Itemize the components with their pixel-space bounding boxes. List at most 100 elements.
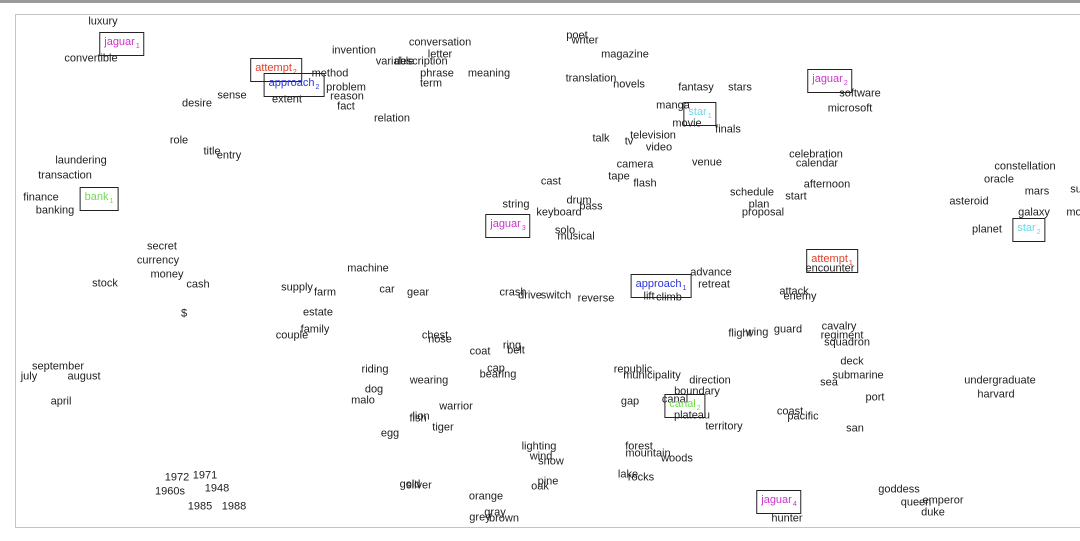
word-label: magazine bbox=[601, 48, 649, 61]
word-label: currency bbox=[136, 254, 180, 267]
word-label: asteroid bbox=[949, 195, 989, 208]
sense-index: 3 bbox=[521, 225, 526, 232]
word-label: lake bbox=[617, 468, 639, 481]
sense-index: 4 bbox=[792, 501, 797, 508]
word-label: oak bbox=[531, 480, 549, 493]
word-label: drum bbox=[566, 194, 592, 207]
word-label: keyboard bbox=[536, 206, 582, 219]
sense-label-attempt: attempt1 bbox=[806, 249, 858, 273]
word-label: tape bbox=[608, 170, 630, 183]
word-label: deck bbox=[840, 355, 864, 368]
word-label: family bbox=[300, 323, 330, 336]
word-label: belt bbox=[507, 344, 525, 357]
sense-index: 2 bbox=[292, 69, 297, 76]
word-label: couple bbox=[275, 329, 309, 342]
word-label: hunter bbox=[771, 512, 803, 525]
plot-frame bbox=[15, 14, 1080, 528]
word-label: finals bbox=[715, 123, 741, 136]
word-label: oracle bbox=[984, 173, 1014, 186]
word-label: constellation bbox=[994, 160, 1056, 173]
word-label: republic bbox=[613, 363, 653, 376]
word-label: august bbox=[67, 370, 101, 383]
word-label: duke bbox=[921, 506, 945, 519]
sense-index: 2 bbox=[696, 405, 701, 412]
word-label: coast bbox=[776, 405, 804, 418]
word-label: variable bbox=[375, 55, 415, 68]
word-label: supply bbox=[281, 281, 313, 294]
word-label: sea bbox=[820, 376, 838, 389]
word-label: start bbox=[785, 190, 807, 203]
word-label: letter bbox=[427, 48, 453, 61]
word-label: estate bbox=[303, 306, 333, 319]
sense-word: jaguar bbox=[490, 218, 521, 230]
window-top-edge bbox=[0, 0, 1080, 3]
word-label: title bbox=[203, 145, 221, 158]
word-label: wind bbox=[529, 450, 553, 463]
word-label: flash bbox=[633, 177, 657, 190]
word-label: coat bbox=[469, 345, 491, 358]
word-label: term bbox=[420, 77, 442, 90]
sense-label-approach: approach1 bbox=[630, 274, 692, 298]
word-label: wearing bbox=[409, 374, 449, 387]
word-label: television bbox=[630, 129, 676, 142]
word-label: phrase bbox=[420, 67, 454, 80]
word-label: regiment bbox=[820, 329, 864, 342]
word-label: su bbox=[1070, 183, 1080, 196]
word-label: pacific bbox=[787, 410, 819, 423]
word-label: mo bbox=[1066, 206, 1080, 219]
word-label: cap bbox=[487, 362, 505, 375]
word-label: queen bbox=[900, 496, 932, 509]
word-label: manga bbox=[656, 99, 690, 112]
word-label: reason bbox=[330, 90, 364, 103]
word-label: wing bbox=[745, 326, 769, 339]
word-label: role bbox=[169, 134, 189, 147]
word-label: grey bbox=[469, 511, 491, 524]
word-label: encounter bbox=[805, 262, 855, 275]
word-label: desire bbox=[182, 97, 212, 110]
word-label: crash bbox=[499, 286, 527, 299]
word-label: 1972 bbox=[164, 471, 190, 484]
word-label: switch bbox=[540, 289, 572, 302]
word-label: port bbox=[865, 391, 885, 404]
word-label: mountain bbox=[625, 447, 671, 460]
sense-label-jaguar: jaguar2 bbox=[807, 69, 853, 93]
sense-index: 2 bbox=[315, 84, 320, 91]
word-label: $ bbox=[180, 307, 188, 320]
word-label: guard bbox=[773, 323, 803, 336]
word-label: sense bbox=[217, 89, 247, 102]
word-label: september bbox=[32, 360, 84, 373]
word-label: squadron bbox=[824, 336, 870, 349]
word-label: goddess bbox=[878, 483, 920, 496]
word-label: poet bbox=[566, 29, 588, 42]
word-label: venue bbox=[692, 156, 722, 169]
sense-label-jaguar: jaguar4 bbox=[756, 490, 802, 514]
word-label: fact bbox=[337, 100, 355, 113]
word-label: novels bbox=[613, 78, 645, 91]
word-label: lift bbox=[643, 290, 655, 303]
word-label: malo bbox=[351, 394, 375, 407]
word-label: municipality bbox=[623, 369, 681, 382]
word-label: gap bbox=[620, 395, 640, 408]
word-label: video bbox=[645, 141, 673, 154]
word-label: calendar bbox=[795, 157, 839, 170]
word-label: 1971 bbox=[192, 469, 218, 482]
word-label: dog bbox=[364, 383, 384, 396]
word-label: submarine bbox=[832, 369, 884, 382]
word-label: laundering bbox=[55, 154, 107, 167]
word-label: lighting bbox=[521, 440, 557, 453]
word-label: afternoon bbox=[803, 178, 851, 191]
word-label: san bbox=[846, 422, 864, 435]
sense-word: star bbox=[1017, 222, 1036, 234]
sense-word: star bbox=[688, 106, 707, 118]
word-label: luxury bbox=[88, 15, 118, 28]
word-label: microsoft bbox=[827, 102, 873, 115]
word-label: method bbox=[311, 67, 349, 80]
word-label: gear bbox=[406, 286, 430, 299]
word-label: rocks bbox=[627, 471, 655, 484]
word-label: retreat bbox=[698, 278, 730, 291]
word-label: relation bbox=[373, 112, 411, 125]
word-label: meaning bbox=[467, 67, 511, 80]
sense-word: attempt bbox=[255, 62, 292, 74]
word-label: conversation bbox=[408, 36, 472, 49]
word-label: april bbox=[50, 395, 72, 408]
